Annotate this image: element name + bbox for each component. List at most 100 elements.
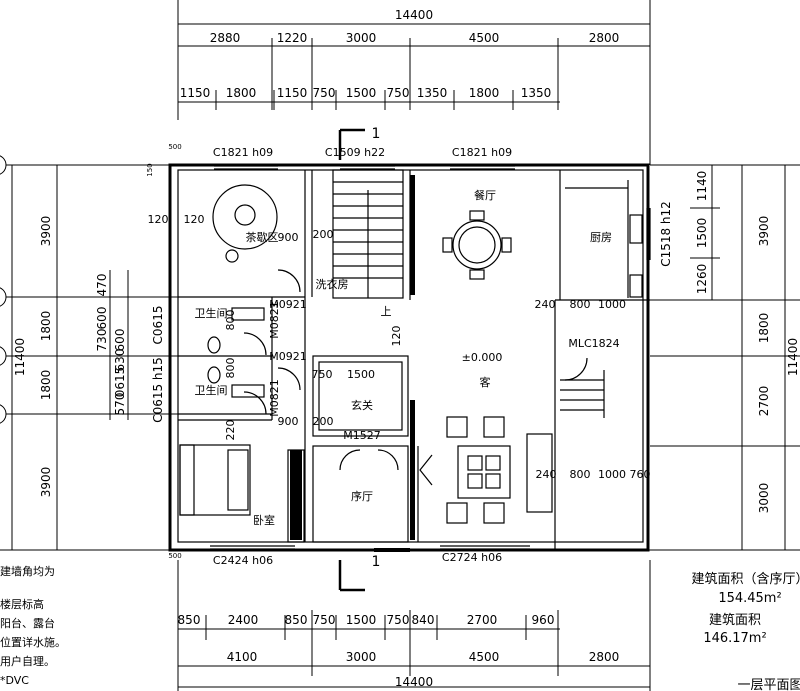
small-dim: 760 (630, 468, 651, 481)
dim-top-row2: 2800 (589, 31, 620, 45)
window-tag-kitchen: C1518 h12 (659, 201, 673, 267)
small-dim: 200 (313, 415, 334, 428)
dim-top-row2: 3000 (346, 31, 377, 45)
small-dim: 800 (570, 298, 591, 311)
dim-top-row2: 1220 (277, 31, 308, 45)
small-dim: 150 (146, 163, 154, 176)
dim-bottom-row1: 840 (412, 613, 435, 627)
dim-left-row: 1800 (39, 311, 53, 342)
dim-top-row3: 750 (387, 86, 410, 100)
room-hall: 序厅 (351, 489, 373, 503)
small-dim: 220 (224, 420, 237, 441)
area-value-1: 154.45m² (718, 591, 781, 606)
window-tag-tea: C1821 h09 (213, 146, 273, 159)
small-dim: 120 (184, 213, 205, 226)
dim-left-inner: C0615 h15 (151, 357, 165, 423)
elevation-mark: ±0.000 (462, 351, 503, 364)
room-bedroom: 卧室 (253, 513, 275, 527)
area-title-2: 建筑面积 (709, 612, 761, 628)
dim-top-row3: 1800 (226, 86, 257, 100)
section-mark-bottom: 1 (372, 554, 381, 570)
note-line: 位置详水施。 (0, 636, 66, 649)
area-value-2: 146.17m² (703, 631, 766, 646)
small-dim: 1000 (598, 298, 626, 311)
small-dim: 120 (148, 213, 169, 226)
dim-right-inner: 1260 (695, 264, 709, 295)
door-tag-m0921b: M0921 (269, 350, 307, 363)
door-tag-m0921a: M0921 (269, 298, 307, 311)
window-tag-living: C2724 h06 (442, 551, 502, 564)
plan-title: 一层平面图 (737, 678, 800, 691)
room-tea: 茶歇区 (246, 231, 279, 244)
room-laundry: 洗衣房 (316, 277, 349, 291)
dim-left-inner: 730 (95, 329, 109, 352)
dim-left-inner: 630 (113, 349, 127, 372)
small-dim: 900 (278, 415, 299, 428)
note-line: *DVC (0, 674, 29, 687)
room-bath1: 卫生间 (195, 306, 228, 320)
dim-left-inner: 600 (95, 307, 109, 330)
door-tag-m1527: M1527 (343, 429, 381, 442)
dim-bottom-row1: 850 (178, 613, 201, 627)
dim-bottom-row1: 2700 (467, 613, 498, 627)
dim-left-inner: 470 (95, 274, 109, 297)
small-dim: 900 (278, 231, 299, 244)
dim-left-total: 11400 (13, 338, 27, 376)
window-tag-bedroom: C2424 h06 (213, 554, 273, 567)
dim-bottom-row2: 4100 (227, 650, 258, 664)
dim-right-row: 1800 (757, 313, 771, 344)
dim-top-row3: 1500 (346, 86, 377, 100)
dim-left-row: 3900 (39, 216, 53, 247)
dim-right-total: 11400 (786, 338, 800, 376)
room-living: 客 (480, 375, 491, 389)
dim-left-inner: 600 (113, 329, 127, 352)
door-tag-m0821b: M0821 (268, 379, 281, 417)
small-dim: 240 (536, 468, 557, 481)
dim-left-inner: C0615 (151, 306, 165, 345)
dim-left-row: 3900 (39, 467, 53, 498)
dim-right-row: 2700 (757, 386, 771, 417)
dim-top-row3: 1350 (417, 86, 448, 100)
small-dim: 500 (168, 552, 181, 560)
window-tag-dining: C1821 h09 (452, 146, 512, 159)
window-tag-stair: C1509 h22 (325, 146, 385, 159)
area-title-1: 建筑面积（含序厅） (691, 571, 800, 587)
dim-bottom-row1: 1500 (346, 613, 377, 627)
dim-bottom-row1: 2400 (228, 613, 259, 627)
dim-left-row: 1800 (39, 370, 53, 401)
door-tag-mlc: MLC1824 (568, 337, 619, 350)
notes-block: 建墙角均为 楼层标高 阳台、露台 位置详水施。 用户自理。 *DVC (0, 562, 66, 690)
note-line: 建墙角均为 (0, 565, 55, 578)
dim-bottom-row2: 4500 (469, 650, 500, 664)
dim-right-inner: 1140 (695, 171, 709, 202)
stair-up: 上 (381, 305, 392, 318)
room-kitchen: 厨房 (590, 231, 612, 244)
room-dining: 餐厅 (474, 188, 496, 202)
small-dim: 800 (570, 468, 591, 481)
dim-top-total: 14400 (395, 8, 433, 22)
dim-top-row2: 4500 (469, 31, 500, 45)
small-dim: 500 (168, 143, 181, 151)
dim-top-row3: 750 (313, 86, 336, 100)
note-line: 用户自理。 (0, 655, 55, 668)
dim-bottom-row1: 750 (313, 613, 336, 627)
dim-top-row3: 1150 (277, 86, 308, 100)
dim-right-row: 3900 (757, 216, 771, 247)
dim-top-row2: 2880 (210, 31, 241, 45)
small-dim: 200 (313, 228, 334, 241)
dim-top-row3: 1350 (521, 86, 552, 100)
small-dim: 750 (312, 368, 333, 381)
dim-bottom-row2: 2800 (589, 650, 620, 664)
note-spacer (0, 581, 66, 595)
small-dim: 1000 (598, 468, 626, 481)
dim-bottom-row1: 850 (285, 613, 308, 627)
section-mark-top: 1 (372, 126, 381, 142)
small-dim: 1500 (347, 368, 375, 381)
dim-top-row3: 1800 (469, 86, 500, 100)
small-dim: 120 (390, 326, 403, 347)
room-bath2: 卫生间 (195, 383, 228, 397)
small-dim: 800 (224, 358, 237, 379)
dim-right-inner: 1500 (695, 218, 709, 249)
small-dim: 800 (224, 310, 237, 331)
